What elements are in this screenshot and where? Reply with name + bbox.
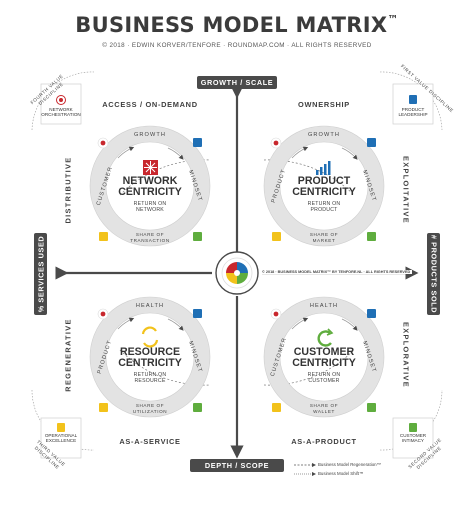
network-ring-bottom2: TRANSACTION — [130, 238, 170, 243]
resource-return-line1: RETURN ON — [133, 372, 167, 378]
product-centricity: PRODUCT CENTRICITY RETURN ON PRODUCT — [284, 175, 364, 214]
customer-centricity: CUSTOMER CENTRICITY RETURN ON CUSTOMER — [284, 346, 364, 385]
quadrant-label-as-a-service: AS-A-SERVICE — [119, 437, 181, 446]
network-ring-top: GROWTH — [133, 132, 167, 138]
resource-centricity-line1: RESOURCE — [119, 346, 181, 358]
quadrant-rings — [90, 126, 384, 417]
axis-right-label: # PRODUCTS SOLD — [427, 233, 440, 315]
network-icon — [143, 160, 158, 175]
page-title: BUSINESS MODEL MATRIX™ — [0, 13, 474, 37]
corner-label-customer-intimacy: CUSTOMER INTIMACY — [399, 433, 427, 444]
customer-ring-top: HEALTH — [309, 303, 339, 309]
resource-cycle-icon — [141, 326, 159, 348]
product-bars-icon — [316, 161, 331, 175]
product-centricity-line2: CENTRICITY — [292, 186, 356, 198]
resource-ring-bottom2: UTILIZATION — [132, 409, 168, 414]
badge-icons — [97, 137, 376, 412]
network-ring-bottom1: SHARE OF — [135, 232, 165, 237]
side-label-distributive: DISTRIBUTIVE — [63, 156, 73, 224]
customer-centricity-line1: CUSTOMER — [293, 346, 355, 358]
product-ring-top: GROWTH — [307, 132, 341, 138]
customer-ring-bottom2: WALLET — [313, 409, 335, 414]
trademark-symbol: ™ — [387, 13, 399, 26]
customer-centricity-line2: CENTRICITY — [292, 357, 356, 369]
axis-bottom-label: DEPTH / SCOPE — [190, 459, 284, 472]
side-label-exploitative: EXPLOITATIVE — [401, 156, 411, 224]
title-text: BUSINESS MODEL MATRIX — [75, 13, 388, 37]
legend-item-shift: Business Model Shift™ — [318, 471, 364, 476]
customer-return-line2: CUSTOMER — [308, 378, 340, 384]
side-label-explorative: EXPLORATIVE — [401, 322, 411, 388]
network-return-line2: NETWORK — [136, 207, 164, 213]
axis-right-text: # PRODUCTS SOLD — [429, 234, 438, 314]
resource-ring-bottom1: SHARE OF — [135, 403, 165, 408]
legend-lines — [294, 462, 317, 477]
quadrant-label-ownership: OWNERSHIP — [298, 100, 350, 109]
product-ring-bottom2: MARKET — [312, 238, 336, 243]
network-centricity-line1: NETWORK — [122, 175, 178, 187]
network-centricity-line2: CENTRICITY — [118, 186, 182, 198]
corner-box-icons — [56, 95, 417, 432]
corner-boxes — [40, 83, 434, 459]
center-wheel — [215, 251, 259, 295]
quadrant-ring-outlines — [89, 125, 385, 418]
quadrant-label-as-a-product: AS-A-PRODUCT — [291, 437, 357, 446]
product-centricity-line1: PRODUCT — [297, 175, 351, 187]
axis-left-text: % SERVICES USED — [36, 235, 45, 313]
resource-return-line2: RESOURCE — [134, 378, 166, 384]
corner-label-product-leadership: PRODUCT LEADERSHIP — [398, 107, 428, 118]
customer-ring-bottom1: SHARE OF — [309, 403, 339, 408]
customer-refresh-icon — [317, 328, 334, 347]
axis-left-label: % SERVICES USED — [34, 233, 47, 315]
corner-label-network-orchestration: NETWORK ORCHESTRATION — [41, 107, 81, 118]
resource-ring-top: HEALTH — [135, 303, 165, 309]
resource-centricity: RESOURCE CENTRICITY RETURN ON RESOURCE — [110, 346, 190, 385]
corner-label-operational-excellence: OPERATIONAL EXCELLENCE — [44, 433, 78, 444]
product-return-line1: RETURN ON — [307, 201, 341, 207]
product-ring-bottom1: SHARE OF — [309, 232, 339, 237]
quadrant-label-access: ACCESS / ON-DEMAND — [102, 100, 198, 109]
network-return-line1: RETURN ON — [133, 201, 167, 207]
page-subtitle: © 2018 · EDWIN KORVER/TENFORE · ROUNDMAP… — [102, 42, 372, 49]
resource-centricity-line2: CENTRICITY — [118, 357, 182, 369]
product-return-line2: PRODUCT — [310, 207, 338, 213]
network-centricity: NETWORK CENTRICITY RETURN ON NETWORK — [110, 175, 190, 214]
side-label-regenerative: REGENERATIVE — [63, 318, 73, 392]
customer-return-line1: RETURN ON — [307, 372, 341, 378]
ring-arrows — [117, 146, 358, 331]
axis-top-label: GROWTH / SCALE — [197, 76, 277, 89]
legend-item-regeneration: Business Model Regeneration™ — [318, 462, 381, 467]
center-copyright: © 2018 · BUSINESS MODEL MATRIX™ BY TENFO… — [260, 270, 413, 274]
